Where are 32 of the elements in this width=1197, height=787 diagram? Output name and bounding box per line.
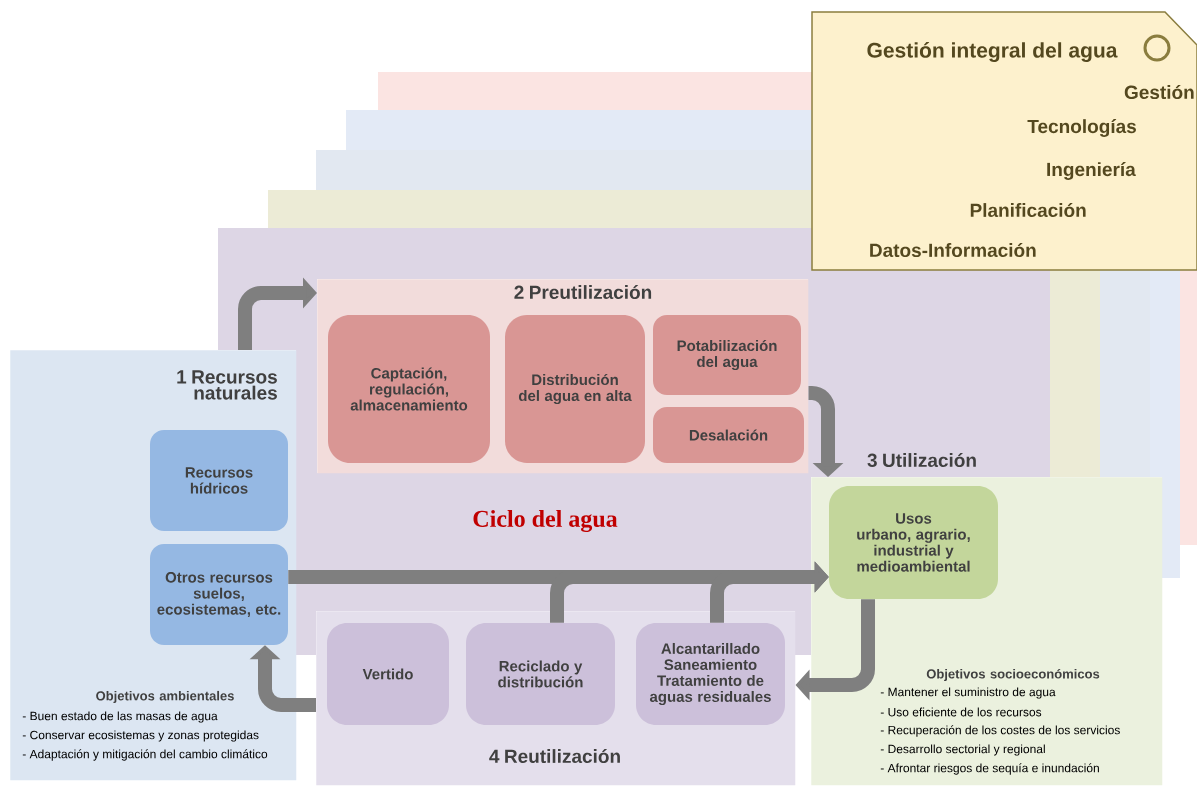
bullet-item: - Mantener el suministro de agua (880, 687, 1056, 699)
objectives-heading: Objetivos ambientales (96, 690, 234, 704)
process-box: Desalación (653, 407, 804, 463)
panel-heading: 4 Reutilización (489, 748, 620, 764)
resource-box: Recursos hídricos (150, 430, 288, 531)
panel-heading: 3 Utilización (867, 452, 976, 468)
bullet-item: - Buen estado de las masas de agua (22, 711, 218, 723)
process-box: Distribución del agua en alta (505, 315, 645, 463)
layer-label: Gestión (1124, 84, 1194, 100)
layer-label: Planificación (970, 202, 1086, 218)
bullet-item: - Conservar ecosistemas y zonas protegidas (22, 730, 259, 742)
process-box: Alcantarillado Saneamiento Tratamiento de aguas residuales (636, 623, 785, 725)
cycle-label: Ciclo del agua (473, 510, 618, 532)
layer-label: Datos-Información (870, 242, 1036, 258)
bullet-item: - Desarrollo sectorial y regional (880, 744, 1045, 756)
layer-label: Tecnologías (1027, 119, 1136, 137)
panel-heading: 1 Recursos naturales (177, 370, 277, 400)
process-box: Vertido (327, 623, 449, 725)
bullet-item: - Adaptación y mitigación del cambio climático (22, 749, 268, 761)
process-box: Potabilización del agua (653, 315, 801, 395)
arrow (710, 561, 829, 623)
layer-label: Ingeniería (1047, 162, 1136, 180)
panel-heading: 2 Preutilización (514, 284, 652, 300)
card-title: Gestión integral del agua (867, 42, 1118, 62)
bullet-item: - Uso eficiente de los recursos (880, 707, 1042, 717)
objectives-heading: Objetivos socioeconómicos (926, 668, 1100, 682)
resource-box: Otros recursos suelos, ecosistemas, etc. (150, 544, 288, 645)
bullet-item: - Afrontar riesgos de sequía e inundación (880, 763, 1099, 775)
process-box: Usos urbano, agrario, industrial y medioambiental (829, 486, 998, 599)
process-box: Reciclado y distribución (466, 623, 615, 725)
process-box: Captación, regulación, almacenamiento (328, 315, 490, 463)
bullet-item: - Recuperación de los costes de los servicios (880, 725, 1120, 737)
